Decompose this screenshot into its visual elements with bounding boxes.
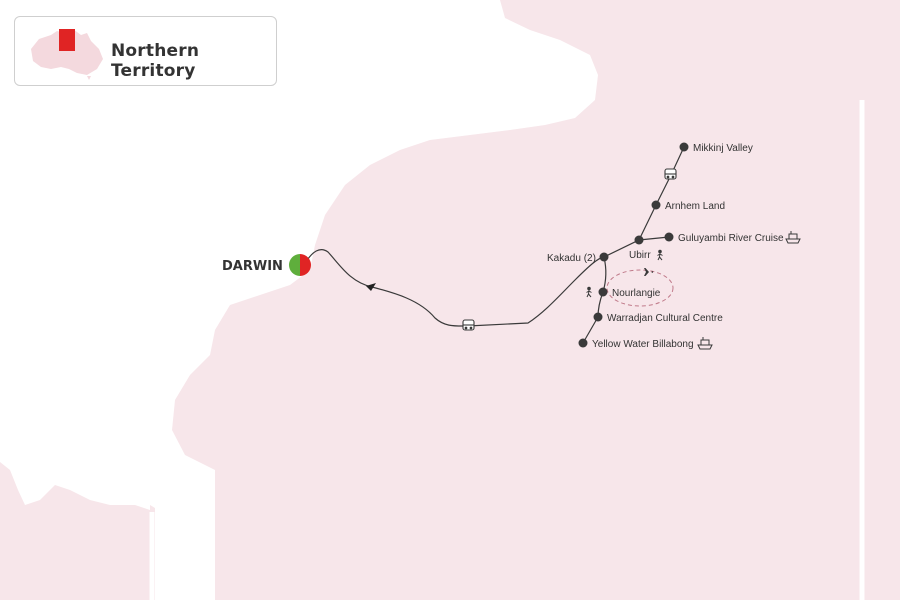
flight-loop — [606, 269, 674, 307]
stop-yellow-water — [578, 338, 588, 348]
plane-icon — [641, 268, 653, 276]
hiking-icon — [586, 286, 592, 298]
boat-icon — [785, 231, 801, 244]
stop-mikkinj — [679, 142, 689, 152]
boat-icon — [697, 337, 713, 350]
stop-kakadu — [599, 252, 609, 262]
land-mass-ne — [860, 100, 900, 600]
label-mikkinj: Mikkinj Valley — [693, 143, 753, 154]
stop-nourlangie — [598, 287, 608, 297]
label-kakadu: Kakadu (2) — [547, 253, 596, 264]
route-line — [305, 249, 605, 327]
land-mass-mainland — [150, 0, 900, 600]
stop-warradjan — [593, 312, 603, 322]
border-lines — [149, 100, 865, 600]
stop-markers[interactable] — [578, 142, 689, 348]
label-warradjan: Warradjan Cultural Centre — [607, 313, 723, 324]
label-guluyambi: Guluyambi River Cruise — [678, 233, 784, 244]
australia-map-icon — [31, 29, 103, 80]
darwin-label: DARWIN — [222, 259, 283, 274]
land-mass-west — [0, 462, 150, 600]
stop-ubirr — [634, 235, 644, 245]
region-badge: Northern Territory — [14, 16, 277, 86]
stop-arnhem — [651, 200, 661, 210]
label-arnhem: Arnhem Land — [665, 201, 725, 212]
stop-guluyambi — [664, 232, 674, 242]
label-yellow-water: Yellow Water Billabong — [592, 339, 694, 350]
northern-territory-highlight — [59, 29, 75, 51]
hiking-icon — [657, 249, 663, 261]
darwin-marker[interactable] — [289, 254, 311, 276]
label-ubirr: Ubirr — [629, 250, 651, 261]
bus-icon — [462, 319, 475, 331]
label-nourlangie: Nourlangie — [612, 288, 661, 299]
region-title: Northern Territory — [111, 41, 200, 81]
bus-icon — [664, 168, 677, 180]
direction-arrow-icon — [366, 283, 376, 291]
